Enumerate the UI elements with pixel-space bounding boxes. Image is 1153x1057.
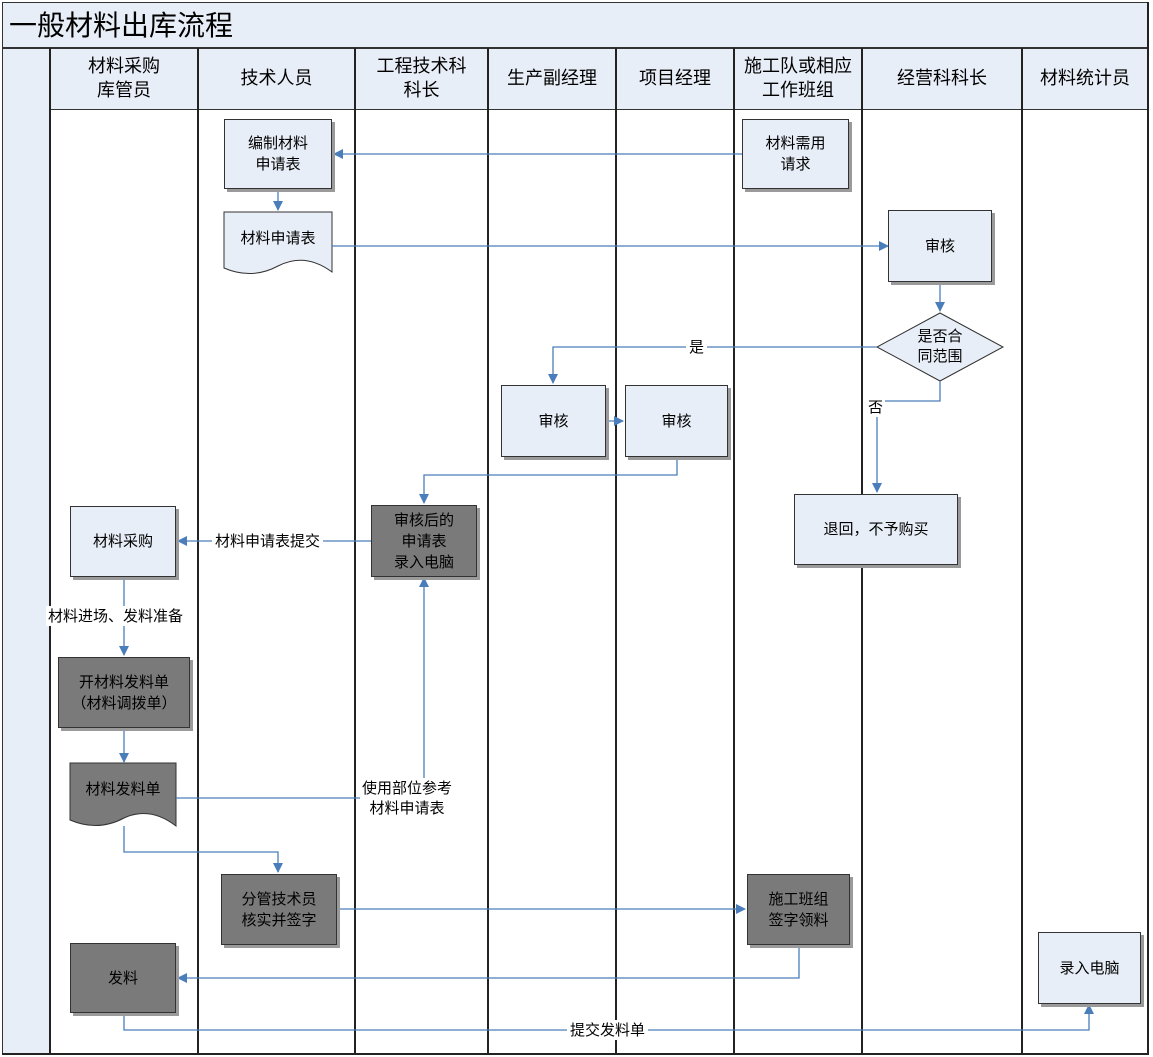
lane-divider — [354, 48, 356, 1054]
arrow-document-to-verify — [123, 826, 283, 873]
arrow-team-to-dispatch — [177, 946, 800, 983]
request-form-document-label: 材料申请表 — [240, 229, 316, 247]
prepare-form-box: 编制材料 申请表 — [224, 119, 332, 189]
lane-divider — [487, 48, 489, 1054]
edge-label-yes: 是 — [686, 337, 708, 357]
edge-label-submit-request: 材料申请表提交 — [212, 531, 324, 551]
edge-label-arrival-prepare: 材料进场、发料准备 — [46, 606, 186, 626]
lane-divider — [197, 48, 199, 1054]
lane-header-engineering-chief: 工程技术科 科长 — [376, 56, 467, 101]
lane-header-purchasing-storekeeper: 材料采购 库管员 — [88, 56, 160, 101]
reject-box: 退回，不予购买 — [794, 494, 958, 565]
arrow-decision-yes — [548, 346, 877, 384]
lane-divider — [615, 48, 617, 1054]
edge-label-no: 否 — [866, 397, 886, 417]
business-review-box: 审核 — [888, 210, 992, 282]
lane-header-band — [50, 48, 1149, 110]
arrow-decision-no — [872, 381, 941, 493]
outer-border-bottom — [2, 1053, 1149, 1055]
lane-divider — [49, 48, 51, 1054]
edge-label-submit-slip: 提交发料单 — [567, 1020, 649, 1040]
dispatch-box: 发料 — [70, 943, 176, 1013]
issue-slip-document-shape — [69, 762, 177, 828]
team-sign-receive-box: 施工班组 签字领料 — [747, 874, 850, 945]
lane-divider — [1021, 48, 1023, 1054]
issue-slip-document-label: 材料发料单 — [85, 780, 161, 798]
decision-label: 是否合 同范围 — [917, 327, 963, 365]
lane-header-technician: 技术人员 — [240, 68, 313, 89]
create-issue-slip-box: 开材料发料单 （材料调拨单） — [58, 657, 190, 728]
request-form-document-shape — [223, 211, 333, 274]
outer-border-right — [1147, 2, 1149, 1055]
enter-computer-box: 录入电脑 — [1038, 932, 1141, 1004]
enter-reviewed-form-box: 审核后的 申请表 录入电脑 — [371, 505, 477, 577]
vice-manager-review-box: 审核 — [501, 385, 606, 457]
lane-header-statistician: 材料统计员 — [1040, 68, 1130, 89]
material-purchase-box: 材料采购 — [70, 506, 176, 577]
material-request-box: 材料需用 请求 — [742, 119, 849, 189]
lane-header-project-manager: 项目经理 — [639, 68, 711, 89]
verify-sign-box: 分管技术员 核实并签字 — [221, 874, 337, 945]
arrow-document-to-entry — [176, 577, 429, 799]
lane-header-vice-manager: 生产副经理 — [507, 68, 597, 89]
arrow-pm-to-entry — [419, 458, 678, 504]
diagram-title: 一般材料出库流程 — [9, 9, 234, 42]
lane-divider — [733, 48, 735, 1054]
project-manager-review-box: 审核 — [625, 385, 728, 457]
lane-header-business-chief: 经营科科长 — [897, 68, 987, 89]
edge-label-usage-reference: 使用部位参考 材料申请表 — [360, 778, 455, 818]
title-bar: 一般材料出库流程 — [2, 2, 1149, 48]
lane-header-construction-team: 施工队或相应 工作班组 — [744, 56, 852, 101]
